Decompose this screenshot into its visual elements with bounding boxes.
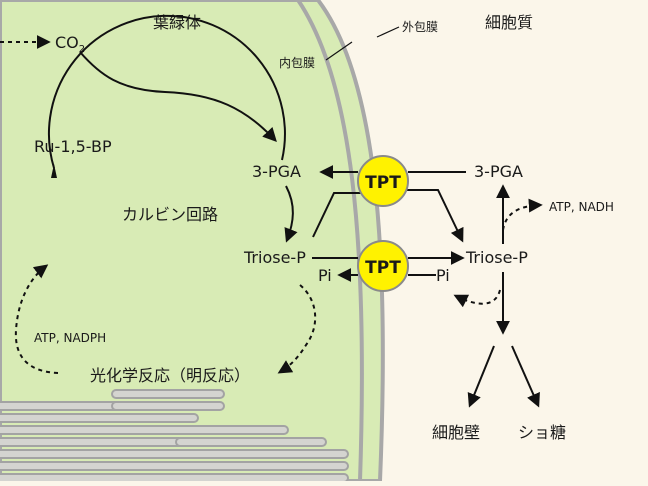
calvin-cycle-label: カルビン回路 — [122, 205, 218, 224]
tpt-top-circle — [357, 155, 409, 207]
tpt-top: TPT — [357, 155, 409, 207]
tpt-top-label: TPT — [365, 173, 401, 193]
sucrose-arrow — [511, 345, 540, 408]
pga-cytoplasm-label: 3-PGA — [474, 162, 523, 181]
cytoplasm-cofactor-label: ATP, NADH — [549, 200, 614, 214]
pga-reduction-arrow — [284, 185, 298, 243]
outer-membrane-label: 外包膜 — [402, 20, 438, 34]
thylakoid-stacks — [0, 389, 349, 483]
co2-label: CO2 — [55, 33, 85, 55]
sucrose-label: ショ糖 — [518, 423, 566, 442]
triose-stroma-label: Triose-P — [243, 248, 306, 267]
cell-wall-arrow — [467, 345, 495, 408]
calvin-cycle-ring — [47, 14, 286, 169]
outer-membrane-leader — [376, 26, 400, 38]
rubp-arrowhead — [51, 164, 57, 178]
pi-cytoplasm-label: Pi — [436, 266, 450, 285]
light-reaction-label: 光化学反応（明反応） — [90, 366, 250, 385]
inner-membrane — [0, 0, 364, 483]
pi-release-arrow — [453, 289, 501, 308]
tpt-bottom-circle — [357, 240, 409, 292]
cofactor-supply-arrow — [14, 264, 59, 374]
tpt-bottom: TPT — [357, 240, 409, 292]
tpt-bottom-label: TPT — [365, 258, 401, 278]
rubp-label: Ru-1,5-BP — [34, 137, 112, 156]
pi-stroma-label: Pi — [318, 266, 332, 285]
triose-cytoplasm-label: Triose-P — [465, 248, 528, 267]
inner-membrane-label: 内包膜 — [279, 56, 315, 70]
pi-to-light-reaction-arrow — [277, 284, 317, 374]
cytoplasm-label: 細胞質 — [485, 13, 533, 32]
cell-wall-label: 細胞壁 — [432, 423, 480, 442]
inner-membrane-leader — [325, 41, 353, 61]
co2-fixation-arrow — [79, 51, 277, 143]
pga-stroma-label: 3-PGA — [252, 162, 301, 181]
chloroplast-cofactor-label: ATP, NADPH — [34, 331, 106, 345]
